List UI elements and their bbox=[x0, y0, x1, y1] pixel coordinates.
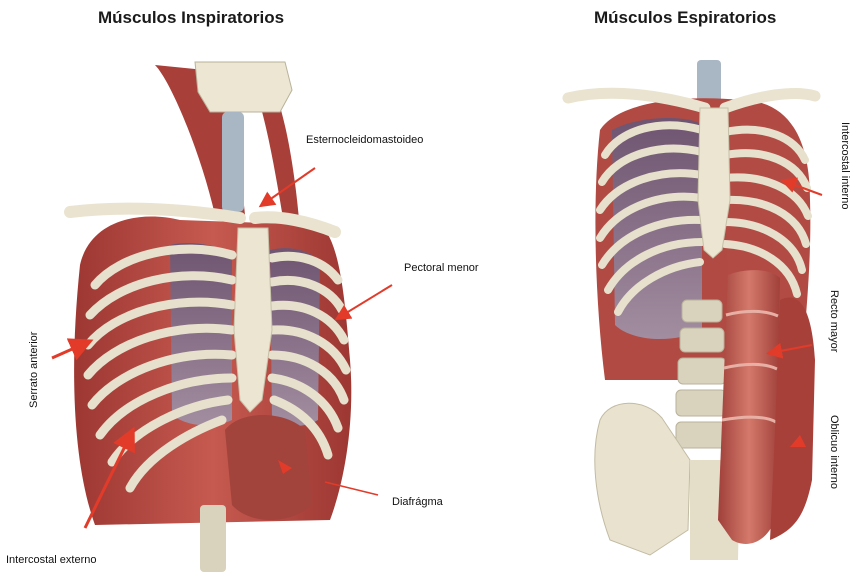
label-oblicuo-interno: Oblicuo interno bbox=[828, 415, 840, 489]
label-pectoral-menor: Pectoral menor bbox=[404, 262, 479, 274]
diaphragm bbox=[225, 415, 312, 520]
expiratory-figure bbox=[568, 60, 822, 560]
label-scm: Esternocleidomastoideo bbox=[306, 134, 423, 146]
label-intercostal-externo: Intercostal externo bbox=[6, 554, 97, 566]
label-intercostal-interno: Intercostal interno bbox=[839, 122, 851, 209]
skull bbox=[195, 62, 292, 112]
cervical-spine bbox=[222, 112, 244, 212]
label-diafragma: Diafrágma bbox=[392, 496, 443, 508]
lumbar-spine bbox=[200, 505, 226, 572]
label-recto-mayor: Recto mayor bbox=[828, 290, 840, 352]
clavicle-right-figure-left bbox=[568, 93, 705, 108]
pectoral-arrow bbox=[338, 285, 392, 318]
label-serrato-anterior: Serrato anterior bbox=[28, 332, 40, 408]
clavicle-right-figure-right bbox=[725, 93, 815, 108]
